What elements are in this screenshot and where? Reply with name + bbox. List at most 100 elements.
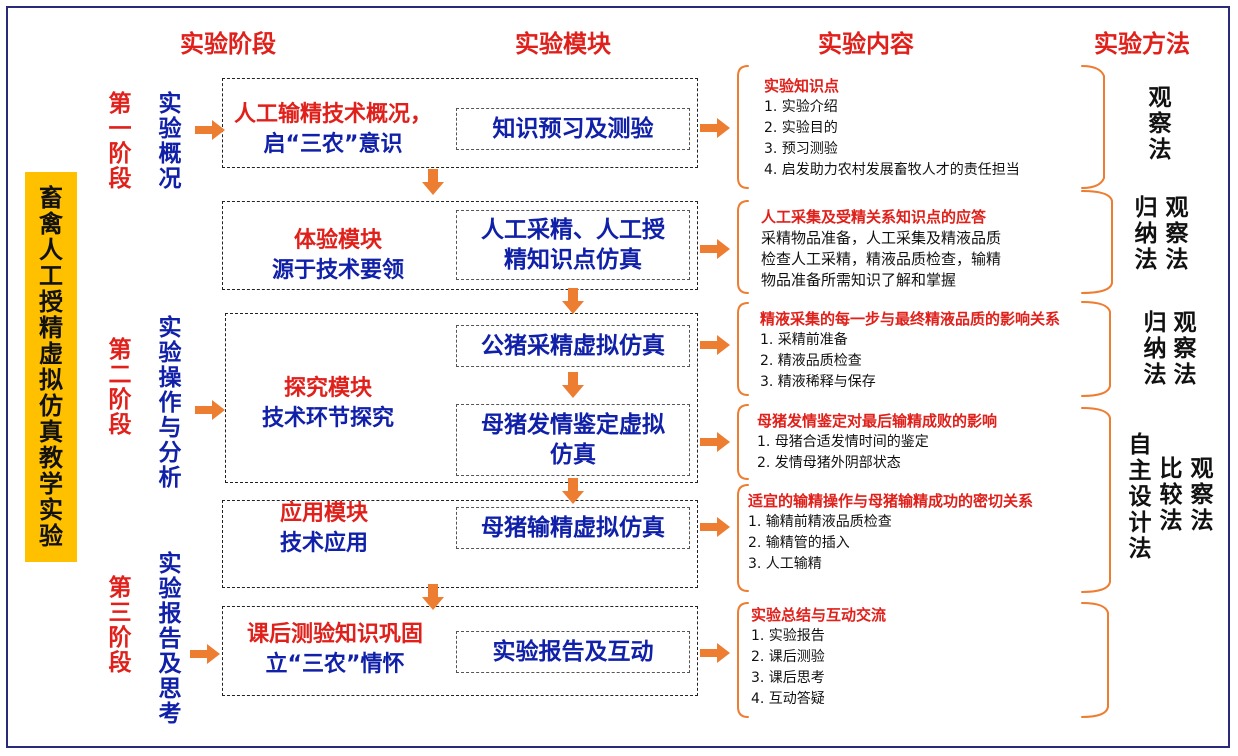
content-bracket-left-2 (737, 200, 749, 294)
content-bracket-left-5 (737, 484, 749, 592)
content5-item: 2. 输精管的插入 (748, 535, 850, 551)
module1-sub: 知识预习及测验 (456, 108, 690, 150)
method-4a: 自主设计法 (1128, 432, 1152, 562)
content-block-1: 实验知识点 1. 实验介绍 2. 实验目的 3. 预习测验 4. 启发助力农村发… (764, 76, 1020, 181)
content-bracket-left-1 (737, 65, 749, 189)
content-block-6: 实验总结与互动交流 1. 实验报告 2. 课后测验 3. 课后思考 4. 互动答… (751, 605, 886, 710)
content3-item: 3. 精液稀释与保存 (760, 374, 876, 390)
content-bracket-left-4 (737, 404, 749, 480)
arrow-down-icon (422, 584, 444, 610)
method-2a: 归纳法 (1134, 195, 1158, 273)
content-bracket-left-6 (737, 602, 749, 718)
content6-item: 2. 课后测验 (751, 649, 825, 665)
module3-sub-b-line2: 仿真 (550, 442, 596, 468)
method-2b: 观察法 (1165, 195, 1189, 273)
main-title: 畜禽人工授精虚拟仿真教学实验 (39, 184, 63, 550)
arrow-right-icon (700, 432, 730, 452)
arrow-right-icon (700, 335, 730, 355)
content3-title: 精液采集的每一步与最终精液品质的影响关系 (760, 310, 1061, 328)
arrow-right-icon (700, 517, 730, 537)
module3-line2: 技术环节探究 (261, 406, 394, 431)
module2-sub-line1: 人工采精、人工授 (481, 217, 665, 243)
content3-item: 2. 精液品质检查 (760, 353, 862, 369)
module2-sub: 人工采精、人工授 精知识点仿真 (456, 210, 690, 280)
content6-item: 4. 互动答疑 (751, 691, 825, 707)
content1-item: 2. 实验目的 (764, 120, 838, 136)
arrow-down-icon (562, 372, 584, 398)
module3-sub-b-line1: 母猪发情鉴定虚拟 (481, 412, 665, 438)
content1-item: 3. 预习测验 (764, 141, 838, 157)
arrow-right-icon (700, 239, 730, 259)
method-4c: 观察法 (1190, 456, 1214, 534)
content-block-5: 适宜的输精操作与母猪输精成功的密切关系 1. 输精前精液品质检查 2. 输精管的… (748, 491, 1033, 575)
content-bracket-right-3 (1081, 301, 1111, 397)
method-1: 观察法 (1148, 85, 1172, 163)
module3-sub-a: 公猪采精虚拟仿真 (456, 325, 690, 367)
module4-sub: 母猪输精虚拟仿真 (456, 507, 690, 549)
module2-sub-line2: 精知识点仿真 (504, 247, 642, 273)
content-bracket-right-4 (1081, 407, 1111, 593)
method-3b: 观察法 (1173, 310, 1197, 388)
arrow-right-icon (190, 644, 220, 664)
module5-line1: 课后测验知识巩固 (246, 622, 423, 647)
module3-text: 探究模块 技术环节探究 (228, 374, 428, 434)
module1-line2: 启“三农”意识 (263, 132, 403, 157)
stage1-label: 第一阶段 (108, 91, 132, 192)
content6-item: 1. 实验报告 (751, 628, 825, 644)
stage2-name: 实验操作与分析 (158, 315, 182, 491)
content4-item: 2. 发情母猪外阴部状态 (757, 455, 901, 471)
content5-item: 3. 人工输精 (748, 556, 822, 572)
content6-item: 3. 课后思考 (751, 670, 825, 686)
module5-line2: 立“三农”情怀 (265, 652, 405, 677)
content-block-2: 人工采集及受精关系知识点的应答 采精物品准备，人工采集及精液品质 检查人工采精，… (761, 207, 1001, 291)
module5-text: 课后测验知识巩固 立“三农”情怀 (226, 620, 444, 680)
module4-text: 应用模块 技术应用 (224, 499, 424, 559)
content-block-3: 精液采集的每一步与最终精液品质的影响关系 1. 采精前准备 2. 精液品质检查 … (760, 309, 1060, 393)
module2-line2: 源于技术要领 (271, 258, 404, 283)
arrow-down-icon (562, 288, 584, 314)
arrow-right-icon (700, 118, 730, 138)
stage1-name: 实验概况 (158, 91, 182, 192)
main-title-bar: 畜禽人工授精虚拟仿真教学实验 (25, 172, 77, 562)
arrow-right-icon (195, 120, 225, 140)
header-content: 实验内容 (818, 30, 914, 58)
arrow-right-icon (700, 643, 730, 663)
content4-item: 1. 母猪合适发情时间的鉴定 (757, 434, 929, 450)
module5-sub: 实验报告及互动 (456, 631, 690, 673)
content2-item: 采精物品准备，人工采集及精液品质 (761, 229, 1002, 247)
content2-title: 人工采集及受精关系知识点的应答 (761, 208, 987, 226)
content2-item: 检查人工采精，精液品质检查，输精 (761, 250, 1002, 268)
content-bracket-left-3 (737, 302, 749, 396)
header-module: 实验模块 (515, 30, 611, 58)
module1-text: 人工输精技术概况， 启“三农”意识 (224, 100, 442, 160)
module2-line1: 体验模块 (293, 228, 382, 253)
content1-item: 1. 实验介绍 (764, 99, 838, 115)
content3-item: 1. 采精前准备 (760, 332, 848, 348)
module1-line1: 人工输精技术概况， (233, 102, 432, 127)
method-3a: 归纳法 (1143, 310, 1167, 388)
stage3-name: 实验报告及思考 (158, 551, 182, 727)
outer-frame (6, 6, 1230, 748)
content-bracket-right-2 (1081, 190, 1113, 294)
module4-line1: 应用模块 (279, 501, 368, 526)
content6-title: 实验总结与互动交流 (751, 606, 887, 624)
content1-item: 4. 启发助力农村发展畜牧人才的责任担当 (764, 162, 1020, 178)
content2-item: 物品准备所需知识了解和掌握 (761, 271, 957, 289)
content5-title: 适宜的输精操作与母猪输精成功的密切关系 (748, 492, 1034, 510)
module4-line2: 技术应用 (279, 531, 368, 556)
content-bracket-right-1 (1081, 65, 1105, 189)
arrow-down-icon (562, 478, 584, 504)
content1-title: 实验知识点 (764, 77, 840, 95)
header-method: 实验方法 (1094, 30, 1190, 58)
content4-title: 母猪发情鉴定对最后输精成败的影响 (757, 412, 998, 430)
method-4b: 比较法 (1159, 456, 1183, 534)
arrow-down-icon (422, 169, 444, 195)
module3-sub-b: 母猪发情鉴定虚拟 仿真 (456, 404, 690, 476)
module3-line1: 探究模块 (283, 376, 372, 401)
content-bracket-right-6 (1081, 602, 1109, 718)
content5-item: 1. 输精前精液品质检查 (748, 514, 892, 530)
content-block-4: 母猪发情鉴定对最后输精成败的影响 1. 母猪合适发情时间的鉴定 2. 发情母猪外… (757, 411, 997, 474)
stage3-label: 第三阶段 (108, 575, 132, 676)
arrow-right-icon (195, 400, 225, 420)
